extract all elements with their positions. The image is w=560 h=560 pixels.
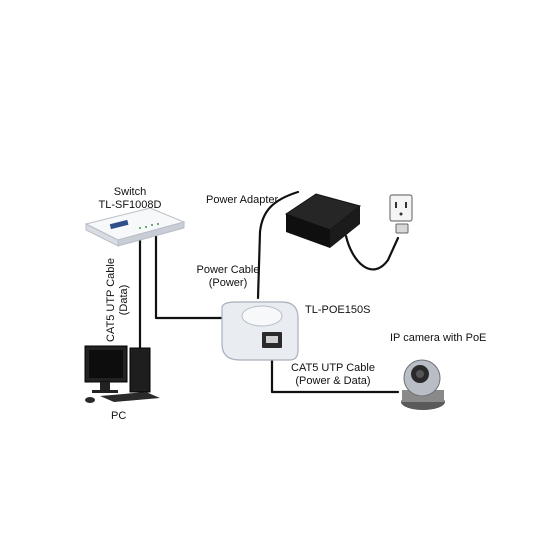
pc-label: PC (111, 410, 127, 422)
cable-adapter-to-injector (256, 190, 300, 300)
power-adapter (284, 193, 362, 248)
power-cable-label: Power Cable (Power) (196, 264, 260, 290)
pc (84, 345, 160, 403)
ip-camera-label: IP camera with PoE (390, 332, 487, 344)
poe-injector (221, 301, 299, 361)
switch-label-line2: TL-SF1008D (98, 199, 162, 211)
cat5-power-data-label: CAT5 UTP Cable (Power & Data) (290, 362, 376, 388)
cable-adapter-to-outlet (344, 234, 400, 271)
poe-injector-label: TL-POE150S (305, 304, 371, 316)
ip-camera (401, 359, 445, 410)
cat5-data-label-line2: (Data) (118, 284, 130, 316)
switch-device (84, 207, 186, 247)
power-adapter-label: Power Adapter (206, 194, 279, 206)
cat5-power-data-label-line2: (Power & Data) (295, 375, 371, 387)
cat5-power-data-label-line1: CAT5 UTP Cable (291, 362, 375, 374)
switch-label-line1: Switch (113, 186, 147, 198)
power-cable-label-line1: Power Cable (196, 264, 260, 276)
cat5-data-label: CAT5 UTP Cable (Data) (105, 255, 135, 345)
power-cable-label-line2: (Power) (208, 277, 248, 289)
cable-injector-to-camera (270, 354, 400, 394)
cat5-data-label-line1: CAT5 UTP Cable (105, 258, 117, 342)
cable-switch-to-injector (154, 234, 224, 320)
wall-outlet (389, 194, 413, 234)
cables (138, 190, 400, 394)
switch-label: Switch TL-SF1008D (85, 186, 175, 212)
